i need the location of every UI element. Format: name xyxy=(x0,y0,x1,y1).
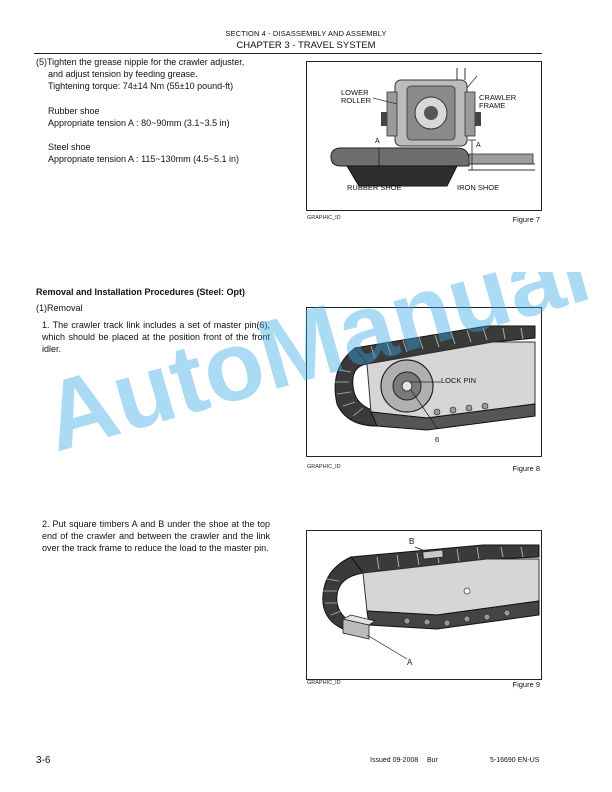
removal-subheading: (1)Removal xyxy=(36,303,83,313)
lower-roller-label: LOWER ROLLER xyxy=(341,88,372,105)
rubber-shoe-title: Rubber shoe xyxy=(48,105,100,116)
step5-line1: (5)Tighten the grease nipple for the cra… xyxy=(36,57,245,67)
figure8-graphic-id: GRAPHIC_ID xyxy=(307,464,341,470)
removal-step1: 1. The crawler track link includes a set… xyxy=(42,320,270,355)
master-pin-number-label: 6 xyxy=(435,435,440,444)
lock-pin-label: LOCK PIN xyxy=(441,376,477,385)
document-number: 5-16690 EN-US xyxy=(490,757,540,764)
rubber-shoe-tension: Appropriate tension A : 80~90mm (3.1~3.5… xyxy=(48,117,230,128)
steel-shoe-tension: Appropriate tension A : 115~130mm (4.5~5… xyxy=(48,154,239,165)
steel-shoe-title: Steel shoe xyxy=(48,142,91,153)
svg-text:AutoManual: AutoManual xyxy=(48,272,601,462)
step5-block: (5)Tighten the grease nipple for the cra… xyxy=(36,56,301,165)
issued-date: Issued 09-2008 xyxy=(370,757,419,764)
section-header: SECTION 4 - DISASSEMBLY AND ASSEMBLY xyxy=(225,29,387,38)
dimension-a-right: A xyxy=(476,142,481,149)
figure8-illustration xyxy=(334,325,536,431)
language-code: Bur xyxy=(427,757,438,764)
timber-b-label: B xyxy=(409,537,415,546)
figure7-caption: Figure 7 xyxy=(512,215,540,224)
iron-shoe-label: IRON SHOE xyxy=(457,183,500,192)
dimension-a-left: A xyxy=(375,138,380,145)
figure7-graphic-id: GRAPHIC_ID xyxy=(307,215,341,221)
figure9-illustration xyxy=(322,544,540,660)
timber-a-label: A xyxy=(407,658,413,667)
step5-line2: and adjust tension by feeding grease. xyxy=(48,69,198,80)
figure8-frame: LOCK PIN 6 xyxy=(306,307,542,457)
figure9-caption: Figure 9 xyxy=(512,680,540,689)
figure7-frame: LOWER ROLLER CRAWLER FRAME A A RUBBER SH… xyxy=(306,61,542,211)
page-number: 3-6 xyxy=(36,755,51,766)
figure9-graphic-id: GRAPHIC_ID xyxy=(307,680,341,686)
rubber-shoe-label: RUBBER SHOE xyxy=(347,183,402,192)
removal-step2: 2. Put square timbers A and B under the … xyxy=(42,519,270,554)
figure7-illustration xyxy=(330,68,535,187)
removal-heading: Removal and Installation Procedures (Ste… xyxy=(36,287,246,297)
figure9-frame: B A xyxy=(306,530,542,680)
watermark: AutoManual xyxy=(48,272,601,462)
figure8-caption: Figure 8 xyxy=(512,464,540,473)
header-rule xyxy=(34,53,542,54)
chapter-header: CHAPTER 3 - TRAVEL SYSTEM xyxy=(236,40,376,51)
crawler-frame-label: CRAWLER FRAME xyxy=(479,93,517,110)
step5-torque: Tightening torque: 74±14 Nm (55±10 pound… xyxy=(48,81,234,92)
